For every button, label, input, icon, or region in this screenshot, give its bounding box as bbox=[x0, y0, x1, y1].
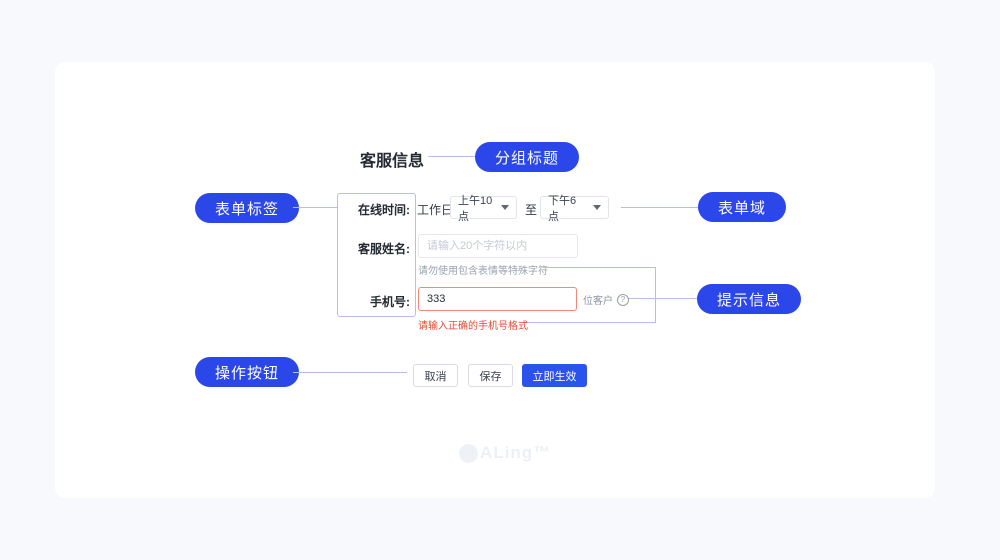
phone-suffix: 位客户 ? bbox=[583, 292, 629, 307]
annotation-group-title: 分组标题 bbox=[475, 142, 580, 172]
phone-suffix-text: 位客户 bbox=[583, 296, 613, 307]
chevron-down-icon bbox=[501, 205, 509, 210]
cancel-button[interactable]: 取消 bbox=[413, 364, 458, 387]
section-title: 客服信息 bbox=[360, 153, 425, 170]
service-name-hint: 请勿使用包含表情等特殊字符 bbox=[418, 266, 548, 277]
apply-button[interactable]: 立即生效 bbox=[522, 364, 587, 387]
connector-line-hint-info bbox=[628, 298, 697, 299]
watermark-text: ALing™ bbox=[480, 443, 552, 462]
end-time-select[interactable]: 下午6点 bbox=[540, 195, 609, 223]
online-time-day-text: 工作日 bbox=[417, 203, 454, 217]
chevron-down-icon bbox=[593, 205, 601, 210]
help-icon[interactable]: ? bbox=[617, 293, 629, 306]
connector-line-action-buttons bbox=[293, 372, 407, 373]
content-card: 客服信息 分组标题 表单标签 在线时间: 工作日 上午10点 至 下午6点 表单… bbox=[55, 62, 935, 498]
annotation-form-label: 表单标签 bbox=[195, 193, 300, 223]
start-time-value: 上午10点 bbox=[458, 194, 493, 223]
time-separator: 至 bbox=[525, 203, 538, 217]
service-name-input[interactable] bbox=[418, 234, 578, 258]
watermark: ALing™ bbox=[459, 443, 551, 463]
phone-error-text: 请输入正确的手机号格式 bbox=[418, 321, 528, 332]
annotation-action-buttons: 操作按钮 bbox=[195, 357, 300, 387]
phone-input[interactable] bbox=[418, 287, 577, 311]
online-time-label: 在线时间: bbox=[358, 203, 410, 217]
save-button[interactable]: 保存 bbox=[468, 364, 513, 387]
service-name-label: 客服姓名: bbox=[358, 242, 410, 256]
hint-bracket-top bbox=[543, 267, 655, 268]
connector-line-form-label bbox=[293, 207, 337, 208]
annotation-form-field: 表单域 bbox=[698, 192, 787, 222]
hint-bracket-bottom bbox=[523, 322, 655, 323]
annotation-hint-info: 提示信息 bbox=[697, 284, 802, 314]
phone-label: 手机号: bbox=[370, 295, 410, 309]
connector-line-form-field bbox=[621, 207, 698, 208]
watermark-logo-icon bbox=[459, 443, 478, 463]
connector-line-group-title bbox=[428, 156, 475, 157]
end-time-value: 下午6点 bbox=[548, 194, 577, 223]
form-labels-bracket bbox=[337, 193, 416, 317]
hint-bracket-right bbox=[655, 267, 656, 323]
start-time-select[interactable]: 上午10点 bbox=[450, 195, 517, 223]
